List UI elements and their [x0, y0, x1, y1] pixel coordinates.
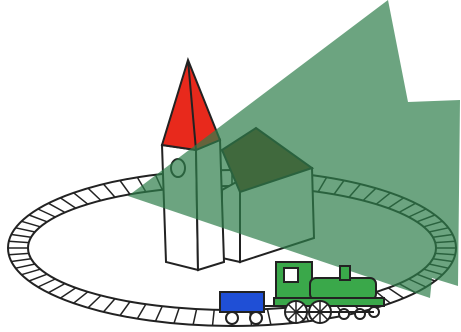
track-tie	[155, 306, 162, 321]
locomotive-boiler	[310, 278, 376, 300]
track-tie	[22, 221, 41, 227]
wagon-body	[220, 292, 264, 312]
track-tie	[74, 193, 88, 204]
track-tie	[88, 188, 101, 200]
track-tie	[267, 309, 271, 325]
track-tie	[9, 253, 29, 254]
wagon-wheel-front	[226, 312, 238, 324]
track-tie	[11, 235, 31, 238]
track-tie	[174, 308, 179, 323]
track-tie	[120, 302, 130, 316]
track-tie	[16, 264, 35, 268]
track-tie	[104, 299, 116, 312]
locomotive-small-wheel-1	[339, 309, 349, 319]
track-tie	[38, 279, 55, 287]
track-tie	[49, 203, 65, 212]
track-tie	[9, 241, 29, 242]
wagon	[220, 292, 276, 324]
track-tie	[29, 215, 47, 222]
track-tie	[88, 296, 101, 308]
track-tie	[49, 284, 65, 293]
track-tie	[60, 288, 75, 298]
track-tie	[388, 288, 403, 298]
locomotive-chimney	[340, 266, 350, 280]
track-tie	[137, 304, 146, 319]
track-tie	[60, 198, 75, 208]
track-tie	[29, 274, 47, 281]
track-tie	[74, 292, 88, 303]
track-tie	[11, 259, 31, 262]
track-tie	[120, 181, 130, 195]
track-tie	[22, 269, 41, 275]
track-tie	[213, 310, 215, 326]
locomotive-cab-window	[284, 268, 298, 282]
wagon-wheel-rear	[250, 312, 262, 324]
track-tie	[193, 309, 197, 325]
track-tie	[16, 228, 35, 232]
track-tie	[38, 209, 55, 217]
locomotive-small-wheel-2	[355, 309, 365, 319]
track-tie	[104, 184, 116, 197]
